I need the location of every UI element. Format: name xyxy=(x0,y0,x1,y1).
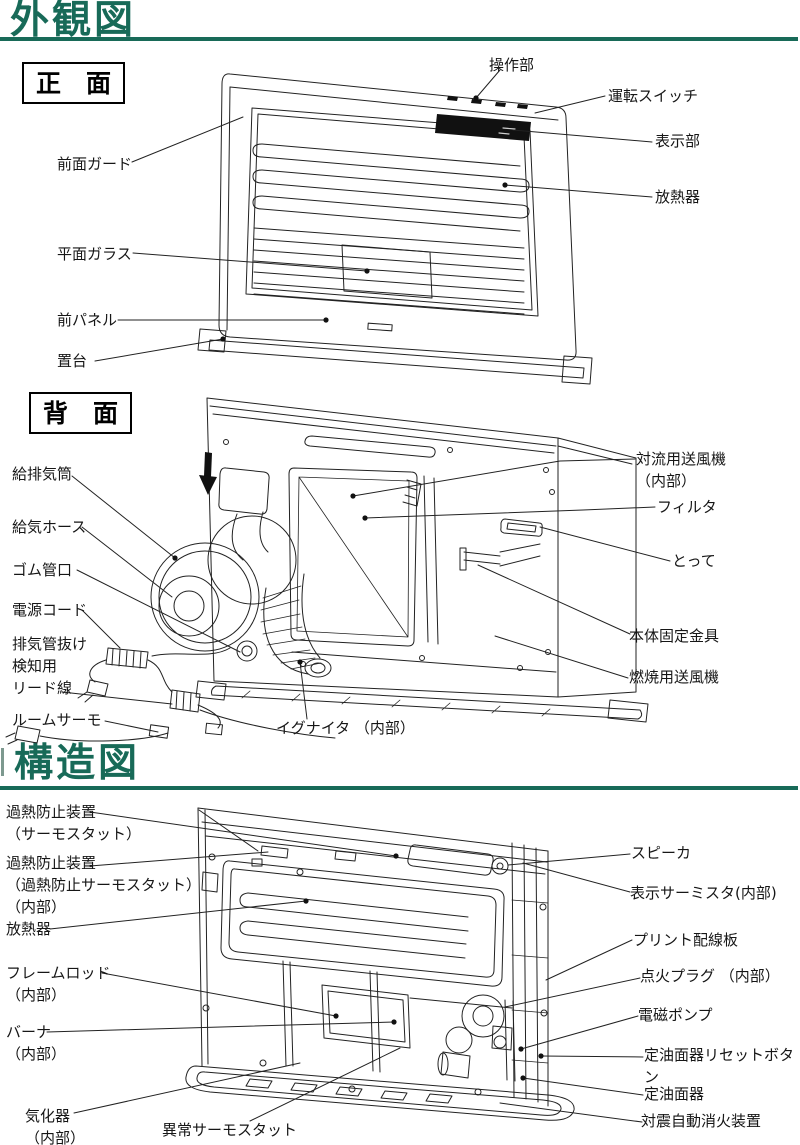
label-rubber-pipe-port: ゴム管口 xyxy=(12,561,73,579)
label-flame-rod: フレームロッド （内部） xyxy=(6,964,111,1004)
label-printed-circuit-board: プリント配線板 xyxy=(633,931,739,949)
label-convection-fan: 対流用送風機 （内部） xyxy=(636,450,727,490)
label-power-cord: 電源コード xyxy=(12,601,88,619)
left-edge-mark xyxy=(1,748,4,776)
label-flat-glass: 平面ガラス xyxy=(57,245,132,263)
rear-view-heading-box: 背 面 xyxy=(29,392,133,434)
label-control-panel: 操作部 xyxy=(489,56,535,74)
label-handle: とって xyxy=(672,552,716,570)
label-quake-auto-extinguisher: 対震自動消火装置 xyxy=(641,1112,762,1130)
label-intake-exhaust-pipe: 給排気筒 xyxy=(12,465,73,483)
structure-section-rule xyxy=(0,786,798,790)
label-operation-switch: 運転スイッチ xyxy=(608,87,699,105)
exterior-section-rule xyxy=(0,37,798,41)
rear-view-drawing xyxy=(5,397,671,745)
label-room-thermo: ルームサーモ xyxy=(12,711,102,729)
label-speaker: スピーカ xyxy=(631,844,692,862)
label-exhaust-detach-lead: 排気管抜け 検知用 リード線 xyxy=(12,635,88,697)
label-combustion-fan: 燃焼用送風機 xyxy=(629,668,720,686)
front-view-drawing xyxy=(94,69,653,385)
label-front-guard: 前面ガード xyxy=(57,155,133,173)
label-structure-radiator: 放熱器 xyxy=(6,920,52,938)
label-oil-level-reset-button: 定油面器リセットボタン xyxy=(644,1046,795,1086)
exterior-section-title: 外観図 xyxy=(10,0,137,43)
label-display-thermistor: 表示サーミスタ(内部) xyxy=(630,884,777,902)
front-view-heading-box: 正 面 xyxy=(22,62,126,104)
front-leader-lines xyxy=(94,69,653,362)
label-filter: フィルタ xyxy=(657,498,717,516)
label-oil-level-device: 定油面器 xyxy=(644,1085,705,1103)
label-vaporizer: 気化器 （内部） xyxy=(25,1107,86,1145)
label-overheat-protector-2: 過熱防止装置 （過熱防止サーモスタット） （内部） xyxy=(6,854,202,916)
label-overheat-protector-1: 過熱防止装置 （サーモスタット） xyxy=(6,803,142,843)
rear-leader-lines xyxy=(61,458,671,733)
label-air-intake-hose: 給気ホース xyxy=(12,518,87,536)
label-front-panel: 前パネル xyxy=(57,311,118,329)
label-body-fixing-bracket: 本体固定金具 xyxy=(629,627,720,645)
structure-section-title: 構造図 xyxy=(14,741,141,786)
label-display: 表示部 xyxy=(655,132,701,150)
label-solenoid-pump: 電磁ポンプ xyxy=(638,1006,713,1024)
label-burner: バーナ （内部） xyxy=(6,1023,67,1063)
label-spark-plug: 点火プラグ （内部） xyxy=(640,967,780,985)
label-front-radiator: 放熱器 xyxy=(655,188,701,206)
label-abnormal-thermostat: 異常サーモスタット xyxy=(162,1121,298,1139)
label-igniter: イグナイタ （内部） xyxy=(276,719,415,737)
label-stand: 置台 xyxy=(57,352,88,370)
